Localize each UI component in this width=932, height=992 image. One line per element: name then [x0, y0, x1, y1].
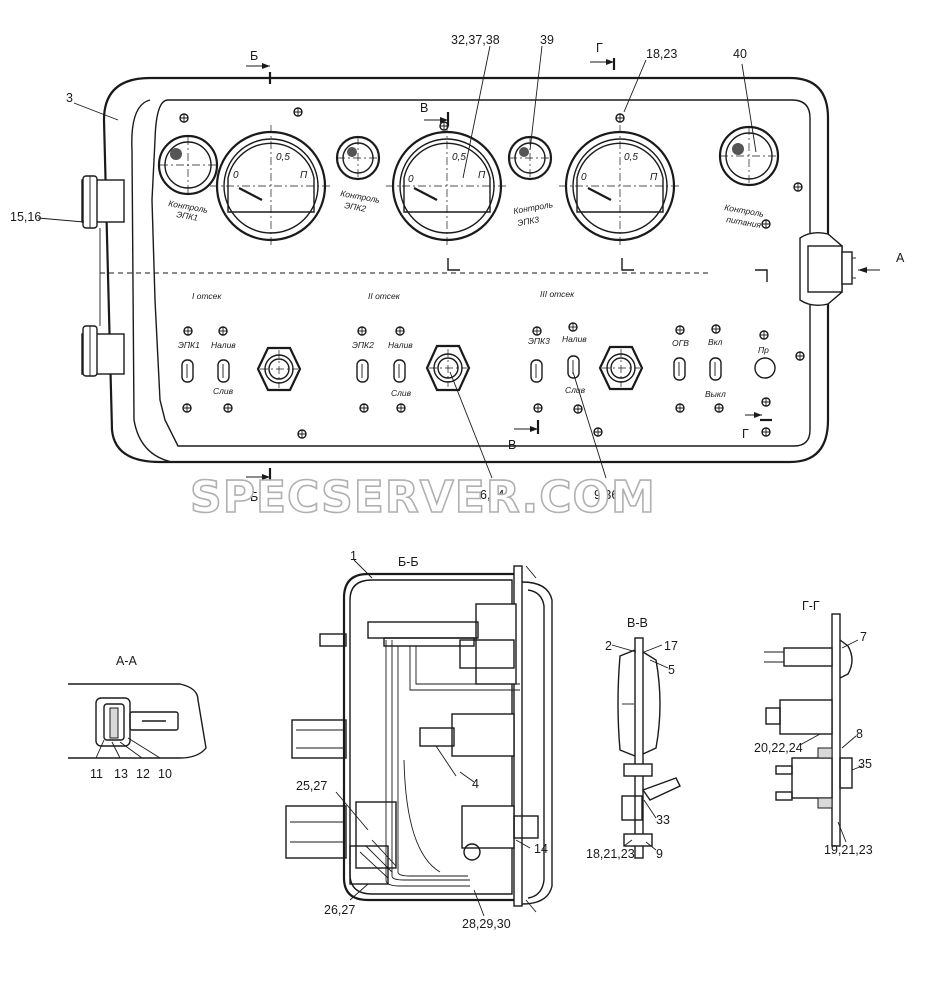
view-bb-label-28-29-30: 28,29,30	[462, 917, 511, 931]
view-vv-label-17: 17	[664, 639, 678, 653]
switch-label-pr: Пр	[758, 345, 769, 355]
view-aa-label-11: 11	[90, 767, 103, 781]
section-label-2: II отсек	[368, 291, 401, 301]
lamp-power	[718, 125, 780, 187]
section-cut-marks	[246, 58, 880, 480]
toggle-switches	[181, 322, 776, 383]
view-aa-title: А-А	[116, 654, 138, 668]
hinge-bottom	[81, 325, 125, 377]
view-vv-title: В-В	[627, 616, 648, 630]
cut-mark-b-top: Б	[250, 49, 258, 63]
gauge-1-half: 0,5	[276, 152, 290, 163]
view-gg-label-8: 8	[856, 727, 863, 741]
callout-39: 39	[540, 33, 554, 47]
callout-18-23: 18,23	[646, 47, 677, 61]
switch-label-epk1: ЭПК1	[178, 340, 200, 350]
callout-6-34: 6,34	[480, 488, 504, 502]
watermark: SPECSERVER.COM	[190, 472, 656, 523]
cut-mark-v-top: В	[420, 101, 428, 115]
fitting-3	[598, 345, 644, 391]
section-label-1: I отсек	[192, 291, 222, 301]
view-vv	[611, 637, 681, 859]
lamp-epk1-label-2: ЭПК1	[176, 209, 199, 223]
view-bb-label-26-27: 26,27	[324, 903, 355, 917]
view-bb-title: Б-Б	[398, 555, 419, 569]
callout-9-36: 9,36	[594, 488, 618, 502]
gauge-3-zero: 0	[581, 172, 587, 183]
lamp-epk3-label-1: Контроль	[513, 199, 554, 216]
cut-mark-g-bottom: Г	[742, 427, 749, 441]
view-gg	[764, 613, 863, 847]
control-panel: 0 0,5 П 0 0,5 П 0 0,5 П	[10, 33, 905, 504]
switch-label-on: Вкл	[708, 337, 723, 347]
switch-label-drain-1: Слив	[213, 386, 234, 396]
cut-mark-v-bottom: В	[508, 438, 516, 452]
cut-mark-g-top: Г	[596, 41, 603, 55]
switch-label-fill-1: Налив	[211, 340, 236, 350]
callout-3: 3	[66, 91, 73, 105]
switch-label-ogv: ОГВ	[672, 338, 689, 348]
gauge-3-full: П	[650, 172, 658, 183]
gauge-2-full: П	[478, 170, 486, 181]
view-vv-label-33: 33	[656, 813, 670, 827]
view-gg-label-20-22-24: 20,22,24	[754, 741, 803, 755]
lamp-epk3-label-2: ЭПК3	[517, 214, 540, 228]
view-aa-label-10: 10	[158, 767, 172, 781]
connector-plug	[799, 231, 856, 307]
fitting-1	[256, 346, 302, 392]
gauge-1-full: П	[300, 170, 308, 181]
lamp-epk1	[157, 134, 219, 196]
gauge-1-zero: 0	[233, 170, 239, 181]
switch-label-off: Выкл	[705, 389, 726, 399]
switch-label-epk3: ЭПК3	[528, 336, 550, 346]
lamp-epk3	[507, 135, 553, 181]
view-vv-label-5: 5	[668, 663, 675, 677]
gauge-3-half: 0,5	[624, 152, 638, 163]
screws	[179, 107, 805, 439]
gauge-3	[559, 125, 681, 247]
switch-label-fill-3: Налив	[562, 334, 587, 344]
switch-label-fill-2: Налив	[388, 340, 413, 350]
view-vv-label-18-21-23: 18,21,23	[586, 847, 635, 861]
view-gg-label-19-21-23: 19,21,23	[824, 843, 873, 857]
gauge-2-half: 0,5	[452, 152, 466, 163]
fitting-2	[425, 344, 471, 392]
view-bb-label-14: 14	[534, 842, 548, 856]
gauge-2	[386, 125, 508, 247]
switch-label-drain-2: Слив	[391, 388, 412, 398]
section-label-3: III отсек	[540, 289, 575, 299]
view-vv-label-9: 9	[656, 847, 663, 861]
view-gg-label-35: 35	[858, 757, 872, 771]
lamp-epk2-label-2: ЭПК2	[344, 200, 367, 214]
view-bb-label-4: 4	[472, 777, 479, 791]
cut-mark-b-bottom: Б	[250, 490, 258, 504]
cut-mark-a: А	[896, 251, 905, 265]
gauge-1	[210, 125, 332, 247]
callout-32-37-38: 32,37,38	[451, 33, 500, 47]
view-bb-label-1: 1	[350, 549, 357, 563]
lamp-epk2	[335, 135, 381, 181]
gauge-2-zero: 0	[408, 174, 414, 185]
view-bb	[285, 559, 553, 917]
view-gg-label-7: 7	[860, 630, 867, 644]
view-aa	[68, 683, 207, 759]
view-gg-title: Г-Г	[802, 599, 820, 613]
hinge-top	[81, 175, 125, 229]
view-vv-label-2: 2	[605, 639, 612, 653]
switch-label-epk2: ЭПК2	[352, 340, 374, 350]
view-aa-label-13: 13	[114, 767, 128, 781]
leader-lines	[37, 45, 757, 479]
callout-40: 40	[733, 47, 747, 61]
callout-15-16: 15,16	[10, 210, 41, 224]
view-aa-label-12: 12	[136, 767, 150, 781]
switch-label-drain-3: Слив	[565, 385, 586, 395]
view-bb-label-25-27: 25,27	[296, 779, 327, 793]
